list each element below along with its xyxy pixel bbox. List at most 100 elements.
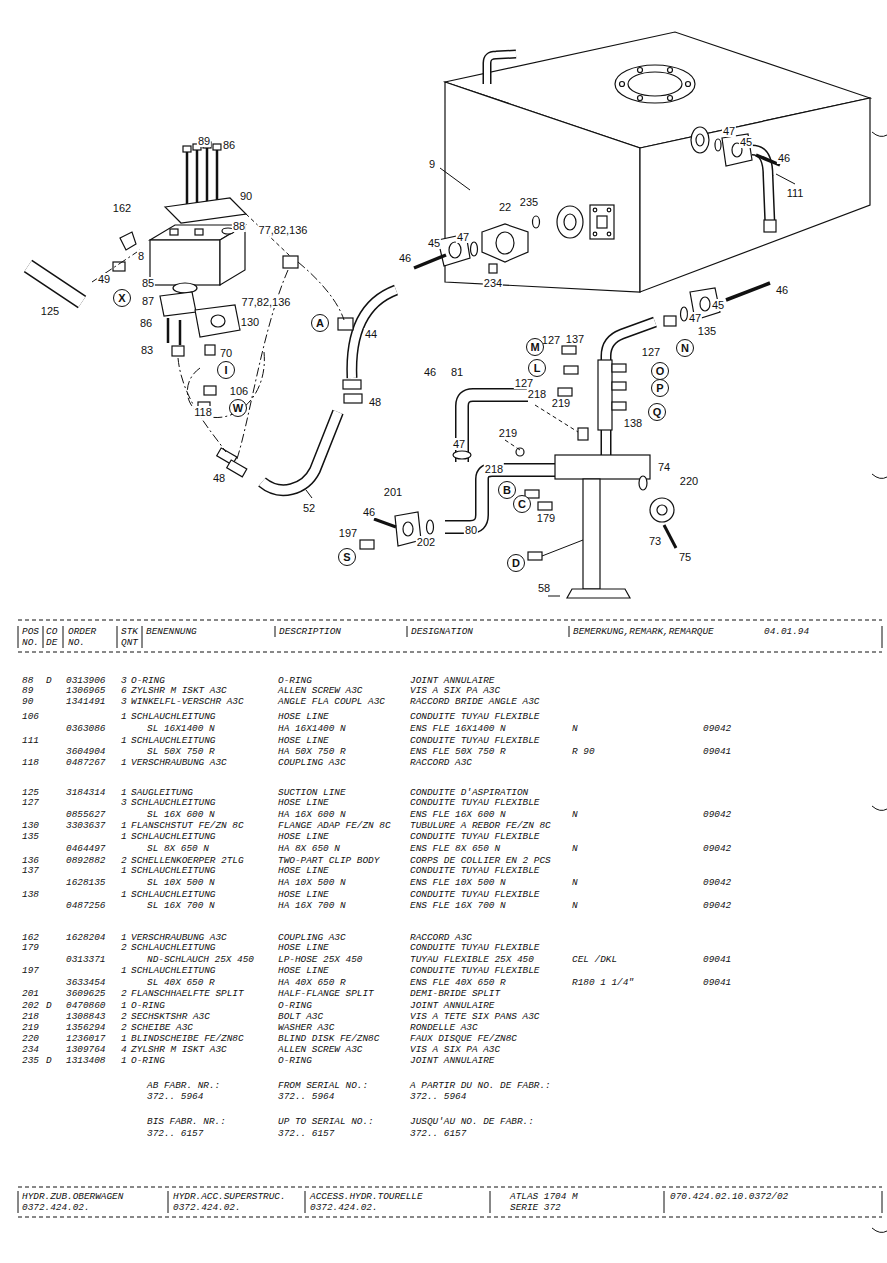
table-cell: 2 — [121, 1011, 127, 1022]
table-cell: 1 — [121, 787, 127, 798]
callout-number: 234 — [483, 277, 503, 289]
callout-number: 52 — [302, 502, 316, 514]
table-cell: HA 40X 650 R — [278, 977, 346, 988]
callout-number: 87 — [141, 295, 155, 307]
node-letter: L — [534, 362, 541, 374]
table-cell: CO — [46, 626, 57, 637]
node-letter: I — [224, 364, 227, 376]
table-cell: 04.01.94 — [764, 626, 809, 637]
table-cell: 220 — [22, 1033, 39, 1044]
table-cell: 0372.424.02. — [310, 1202, 378, 1213]
callout-number: 90 — [239, 190, 253, 202]
table-cell: 218 — [22, 1011, 39, 1022]
table-cell: BENENNUNG — [146, 626, 197, 637]
table-cell: 09042 — [703, 900, 731, 911]
table-cell: SL 8X 650 N — [147, 843, 209, 854]
table-cell: DE — [46, 637, 57, 648]
table-cell: HA 16X 600 N — [278, 809, 346, 820]
table-cell: NO. — [22, 637, 39, 648]
table-cell: 235 — [22, 1055, 39, 1066]
table-cell: ORDER — [68, 626, 96, 637]
tank — [445, 32, 870, 292]
table-cell: TWO-PART CLIP BODY — [278, 855, 379, 866]
table-cell: N — [572, 843, 578, 854]
table-cell: 1 — [121, 932, 127, 943]
table-cell: SERIE 372 — [510, 1202, 561, 1213]
table-cell: HA 16X1400 N — [278, 723, 346, 734]
table-cell: 372.. 5964 — [147, 1091, 203, 1102]
table-cell: 4 — [121, 1044, 127, 1055]
table-cell: 372.. 5964 — [410, 1091, 466, 1102]
callout-number: 74 — [657, 461, 671, 473]
callout-number: 86 — [222, 139, 236, 151]
callout-number: 83 — [140, 344, 154, 356]
callout-number: 8 — [137, 250, 145, 262]
table-cell: FLANGE ADAP FE/ZN 8C — [278, 820, 391, 831]
table-cell: ANGLE FLA COUPL A3C — [278, 696, 385, 707]
table-cell: VIS A SIX PA A3C — [410, 1044, 500, 1055]
table-cell: 1341491 — [66, 696, 105, 707]
table-cell: 0372.424.02. — [22, 1202, 90, 1213]
table-cell: 1 — [121, 1033, 127, 1044]
callout-number: 45 — [739, 136, 753, 148]
routing-lines — [92, 168, 795, 596]
table-cell: 1 — [121, 820, 127, 831]
table-cell: CEL /DKL — [572, 954, 617, 965]
node-letter: M — [530, 341, 539, 353]
callout-number: 85 — [141, 277, 155, 289]
table-cell: SL 16X 600 N — [147, 809, 215, 820]
node-letter: S — [343, 551, 350, 563]
table-cell: 1628204 — [66, 932, 105, 943]
table-cell: SCHLAUCHLEITUNG — [131, 711, 215, 722]
table-cell: 1 — [121, 965, 127, 976]
table-cell: AB FABR. NR.: — [147, 1080, 220, 1091]
table-cell: WASHER A3C — [278, 1022, 334, 1033]
table-cell: CONDUITE TUYAU FLEXIBLE — [410, 831, 539, 842]
table-cell: 0487256 — [66, 900, 105, 911]
table-cell: ENS FLE 16X1400 N — [410, 723, 506, 734]
table-cell: 1 — [121, 865, 127, 876]
table-cell: CONDUITE TUYAU FLEXIBLE — [410, 965, 539, 976]
table-cell: FAUX DISQUE FE/ZN8C — [410, 1033, 517, 1044]
callout-number: 197 — [338, 527, 358, 539]
table-cell: 09042 — [703, 809, 731, 820]
table-cell: 2 — [121, 855, 127, 866]
circled-letter: M — [526, 338, 544, 356]
table-cell: VIS A TETE SIX PANS A3C — [410, 1011, 539, 1022]
table-cell: VERSCHRAUBUNG A3C — [131, 757, 227, 768]
callout-number: 81 — [450, 366, 464, 378]
table-cell: SL 50X 750 R — [147, 746, 215, 757]
table-cell: 88 — [22, 675, 33, 686]
table-cell: BOLT A3C — [278, 1011, 323, 1022]
table-cell: HOSE LINE — [278, 965, 329, 976]
table-cell: RACCORD A3C — [410, 932, 472, 943]
table-cell: POS — [22, 626, 39, 637]
callout-number: 44 — [364, 328, 378, 340]
node-letter: A — [316, 317, 324, 329]
callout-number: 46 — [423, 366, 437, 378]
table-cell: 3 — [121, 797, 127, 808]
table-cell: SL 16X 700 N — [147, 900, 215, 911]
table-cell: ENS FLE 10X 500 N — [410, 877, 506, 888]
table-cell: 2 — [121, 1022, 127, 1033]
callout-number: 47 — [688, 312, 702, 324]
table-cell: 2 — [121, 988, 127, 999]
callout-number: 9 — [428, 158, 436, 170]
table-cell: D — [46, 1055, 52, 1066]
table-cell: ND-SCHLAUCH 25X 450 — [147, 954, 254, 965]
table-cell: 118 — [22, 757, 39, 768]
table-cell: HOSE LINE — [278, 865, 329, 876]
table-cell: ACCESS.HYDR.TOURELLE — [310, 1191, 423, 1202]
table-cell: 0487267 — [66, 757, 105, 768]
table-cell: 125 — [22, 787, 39, 798]
table-cell: CONDUITE TUYAU FLEXIBLE — [410, 889, 539, 900]
table-cell: N — [572, 877, 578, 888]
callout-number: 86 — [139, 317, 153, 329]
node-letter: Q — [653, 406, 662, 418]
table-cell: ENS FLE 50X 750 R — [410, 746, 506, 757]
table-cell: SCHLAUCHLEITUNG — [131, 965, 215, 976]
table-cell: HOSE LINE — [278, 942, 329, 953]
table-cell: 201 — [22, 988, 39, 999]
callout-number: 135 — [697, 325, 717, 337]
table-cell: 1236017 — [66, 1033, 105, 1044]
